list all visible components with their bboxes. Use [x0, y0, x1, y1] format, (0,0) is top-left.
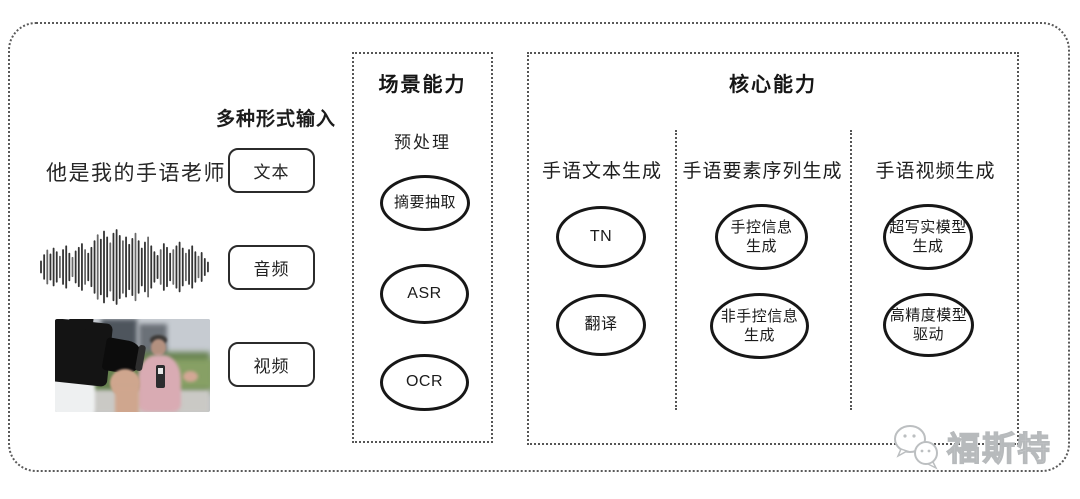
column-header-video-generation: 手语视频生成 — [875, 161, 996, 182]
node-label: 翻译 — [584, 315, 618, 333]
outer-dotted-border — [8, 22, 1070, 472]
watermark-text: 福斯特 — [946, 429, 1052, 467]
node-summary-extraction: 摘要抽取 — [380, 175, 470, 231]
scene-capability-box: 场景能力 预处理 摘要抽取 ASR OCR — [352, 52, 493, 443]
node-label: ASR — [407, 284, 442, 302]
node-label: 摘要抽取 — [393, 194, 456, 212]
video-thumbnail — [55, 319, 210, 412]
wechat-logo-icon — [894, 425, 938, 470]
input-type-audio-box: 音频 — [228, 245, 315, 290]
node-label: 非手控信息 — [720, 307, 799, 325]
multi-input-heading: 多种形式输入 — [216, 109, 337, 130]
node-translation: 翻译 — [556, 294, 646, 356]
node-asr: ASR — [380, 264, 469, 324]
microphone-label — [158, 368, 163, 374]
microphone-icon — [156, 365, 165, 388]
node-hyperrealistic-model-generation: 超写实模型 生成 — [883, 204, 973, 270]
column-divider — [850, 130, 852, 410]
reporter-head — [151, 339, 166, 356]
input-type-audio-label: 音频 — [253, 260, 290, 279]
node-label: 生成 — [743, 327, 775, 344]
column-divider — [675, 130, 677, 410]
watermark: 福斯特 — [891, 422, 1052, 470]
node-label: 高精度模型 — [889, 306, 968, 324]
node-high-precision-model-drive: 高精度模型 驱动 — [883, 293, 974, 357]
node-ocr: OCR — [380, 354, 469, 411]
input-type-text-box: 文本 — [228, 148, 315, 193]
column-header-text-generation: 手语文本生成 — [541, 161, 662, 182]
preprocess-label: 预处理 — [394, 133, 451, 152]
scene-box-title: 场景能力 — [378, 74, 467, 96]
node-label: 手控信息 — [730, 218, 793, 236]
node-label: 超写实模型 — [889, 218, 967, 236]
input-type-video-box: 视频 — [228, 342, 315, 387]
node-label: TN — [589, 227, 613, 245]
node-tn: TN — [556, 206, 646, 268]
node-label: OCR — [405, 373, 444, 391]
core-capability-box: 核心能力 手语文本生成 手语要素序列生成 手语视频生成 TN 翻译 手控信息 生… — [527, 52, 1019, 445]
input-type-video-label: 视频 — [253, 357, 290, 376]
audio-waveform-icon — [40, 229, 209, 305]
sample-sentence-text: 他是我的手语老师 — [46, 162, 226, 185]
column-header-element-sequence-generation: 手语要素序列生成 — [682, 161, 843, 182]
node-manual-info-generation: 手控信息 生成 — [715, 204, 808, 270]
node-non-manual-info-generation: 非手控信息 生成 — [710, 293, 809, 359]
core-box-title: 核心能力 — [729, 74, 817, 96]
reporter-hand — [183, 371, 198, 382]
node-label: 生成 — [912, 238, 944, 255]
input-type-text-label: 文本 — [253, 163, 290, 182]
node-label: 驱动 — [912, 326, 944, 343]
node-label: 生成 — [745, 238, 777, 255]
photographer-arm — [115, 387, 139, 412]
